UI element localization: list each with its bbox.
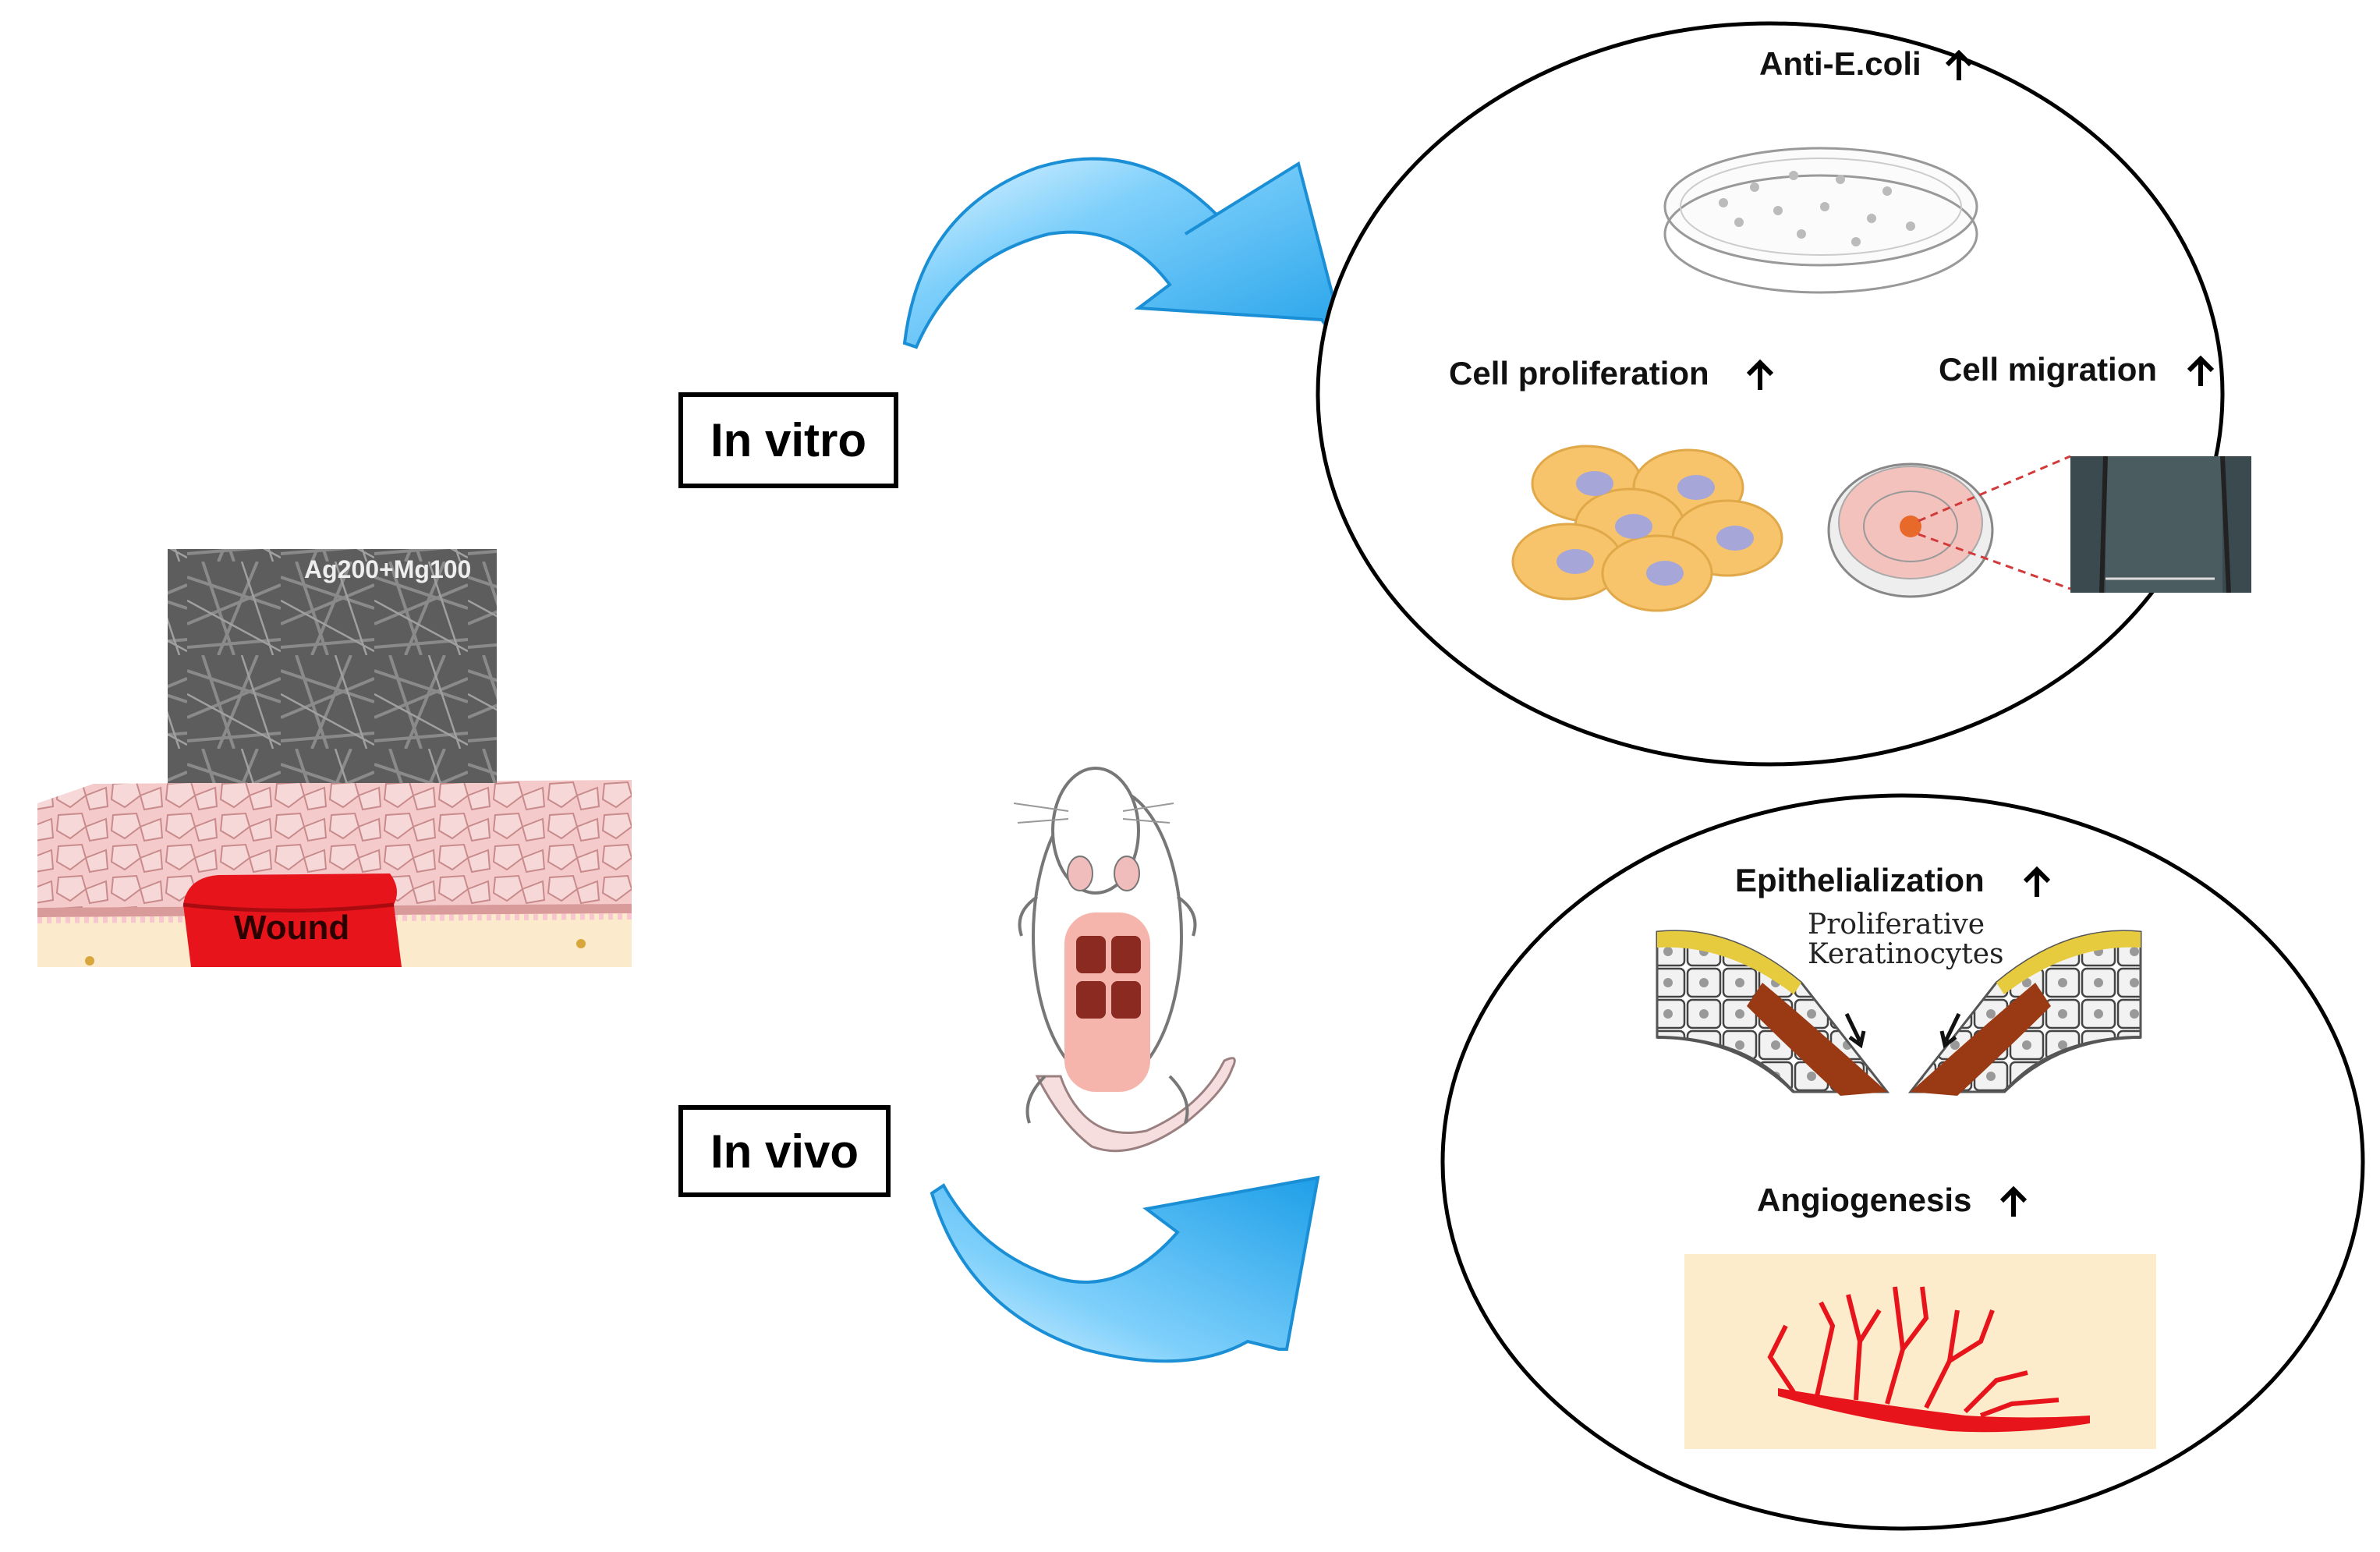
- keratinocytes-label-line2: Keratinocytes: [1808, 938, 2004, 970]
- in-vivo-arrow: [930, 1175, 1320, 1363]
- anti-ecoli-label: Anti-E.coli: [1759, 45, 1921, 82]
- in-vitro-panel: [1316, 21, 2251, 767]
- cell-migration-label: Cell migration: [1939, 351, 2158, 388]
- keratinocytes-label-line1: Proliferative: [1808, 909, 1985, 941]
- wound-skin-illustration: [37, 780, 632, 967]
- cell-proliferation-label: Cell proliferation: [1449, 355, 1709, 392]
- rat-illustration: [1013, 767, 1236, 1153]
- wound-shape: [183, 873, 402, 967]
- epithelialization-label: Epithelialization: [1735, 862, 1985, 898]
- up-arrow-icon: [1746, 359, 1774, 390]
- up-arrow-icon: [1999, 1185, 2028, 1217]
- in-vivo-box: In vivo: [678, 1105, 891, 1197]
- petri-dish-illustration: [1663, 147, 1978, 294]
- sem-nanofiber-image: [168, 549, 497, 783]
- angiogenesis-illustration: [1684, 1254, 2156, 1449]
- up-arrow-icon: [1945, 49, 1973, 80]
- wound-label: Wound: [234, 909, 350, 947]
- epithelialization-illustration: [1656, 930, 2142, 1096]
- in-vitro-box: In vitro: [678, 392, 898, 488]
- in-vitro-arrow: [902, 157, 1351, 360]
- migration-dish-illustration: [1827, 455, 2251, 598]
- angiogenesis-label: Angiogenesis: [1757, 1182, 1972, 1218]
- cell-cluster-illustration: [1511, 445, 1783, 612]
- in-vivo-panel: [1440, 793, 2365, 1531]
- sem-label: Ag200+Mg100: [304, 555, 472, 583]
- up-arrow-icon: [2187, 355, 2215, 386]
- up-arrow-icon: [2023, 866, 2051, 897]
